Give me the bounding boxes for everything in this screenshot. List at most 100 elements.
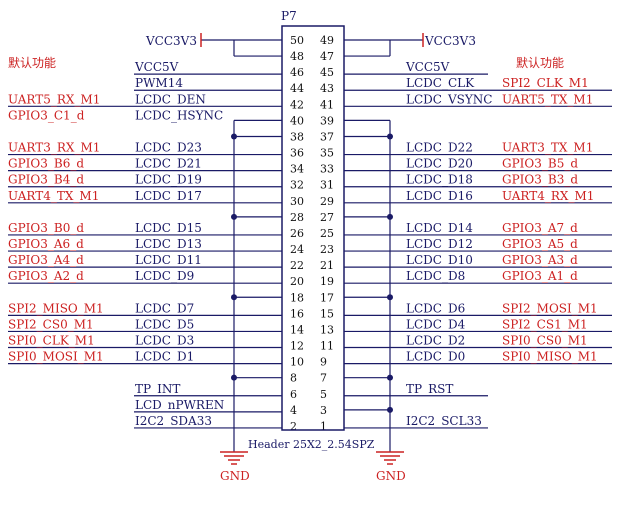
net-label-right: LCDC_D8 xyxy=(406,269,465,283)
net-label-right: LCDC_CLK xyxy=(406,76,475,90)
net-label-left: LCDC_DEN xyxy=(135,92,206,106)
pin-number-right: 21 xyxy=(320,259,334,272)
pin-number-right: 1 xyxy=(320,420,327,433)
function-label-right: SPI0_CS0_M1 xyxy=(502,334,588,348)
gnd-symbol-left xyxy=(220,420,248,465)
function-label-left: SPI0_MOSI_M1 xyxy=(8,350,104,364)
function-label-right: UART3_TX_M1 xyxy=(502,141,593,155)
wires xyxy=(8,39,612,429)
vcc3v3-right-label: VCC3V3 xyxy=(424,34,476,48)
function-label-right: GPIO3_A1_d xyxy=(502,269,578,283)
net-label-right: LCDC_D0 xyxy=(406,350,465,364)
pin-number-right: 17 xyxy=(320,291,334,304)
connector-body xyxy=(281,25,345,431)
pin-number-right: 33 xyxy=(320,163,334,176)
gnd-symbol-right xyxy=(376,420,404,465)
net-label-left: I2C2_SDA33 xyxy=(135,414,212,428)
function-label-right: SPI2_CLK_M1 xyxy=(502,76,589,90)
pin-number-right: 31 xyxy=(320,179,334,192)
function-label-left: UART4_TX_M1 xyxy=(8,189,99,203)
junction-dot-right xyxy=(387,133,393,140)
net-label-left: LCDC_D3 xyxy=(135,334,194,348)
pin-number-left: 28 xyxy=(290,211,304,224)
pin-number-right: 45 xyxy=(320,66,334,79)
pin-number-left: 38 xyxy=(290,130,304,143)
pin-number-right: 47 xyxy=(320,50,334,63)
pin-number-right: 27 xyxy=(320,211,334,224)
pin-number-left: 16 xyxy=(290,307,304,320)
net-label-left: LCDC_D21 xyxy=(135,157,202,171)
pin-number-left: 22 xyxy=(290,259,304,272)
pin-number-left: 26 xyxy=(290,227,304,240)
pin-number-left: 46 xyxy=(290,66,304,79)
net-label-left: LCDC_HSYNC xyxy=(135,108,223,122)
function-label-right: GPIO3_A3_d xyxy=(502,253,578,267)
pin-number-left: 14 xyxy=(290,323,304,336)
net-label-right: LCDC_D16 xyxy=(406,189,473,203)
net-label-left: LCDC_D17 xyxy=(135,189,202,203)
function-label-right: SPI2_MOSI_M1 xyxy=(502,301,598,315)
pin-number-right: 37 xyxy=(320,130,334,143)
pin-number-left: 8 xyxy=(290,372,297,385)
pin-number-right: 3 xyxy=(320,404,327,417)
function-label-left: SPI2_MISO_M1 xyxy=(8,301,104,315)
pin-number-left: 2 xyxy=(290,420,297,433)
net-label-right: LCDC_D6 xyxy=(406,301,465,315)
function-label-right: SPI2_CS1_M1 xyxy=(502,317,588,331)
pin-number-right: 9 xyxy=(320,356,327,369)
junction-dot-right xyxy=(387,374,393,381)
net-label-right: LCDC_D18 xyxy=(406,173,473,187)
net-label-right: LCDC_D14 xyxy=(406,221,473,235)
junction-dot-left xyxy=(231,213,237,220)
pin-number-right: 43 xyxy=(320,82,334,95)
pin-number-left: 36 xyxy=(290,147,304,160)
gnd-label-right: GND xyxy=(376,469,406,483)
junction-dot-right xyxy=(387,294,393,301)
pin-number-left: 4 xyxy=(290,404,297,417)
pin-number-right: 15 xyxy=(320,307,334,320)
net-label-left: LCDC_D15 xyxy=(135,221,202,235)
function-label-left: UART3_RX_M1 xyxy=(8,141,100,155)
function-label-right: GPIO3_A7_d xyxy=(502,221,578,235)
function-label-left: GPIO3_A2_d xyxy=(8,269,84,283)
pin-number-right: 41 xyxy=(320,98,334,111)
net-label-right: LCDC_D4 xyxy=(406,317,466,331)
function-label-right: GPIO3_A5_d xyxy=(502,237,578,251)
function-label-right: SPI0_MISO_M1 xyxy=(502,350,598,364)
pin-number-left: 12 xyxy=(290,340,304,353)
net-label-right: LCDC_VSYNC xyxy=(406,92,492,106)
net-label-left: LCDC_D11 xyxy=(135,253,202,267)
function-label-left: GPIO3_A6_d xyxy=(8,237,84,251)
pin-number-right: 23 xyxy=(320,243,334,256)
default-function-heading-right: 默认功能 xyxy=(516,55,564,70)
net-label-left: LCDC_D19 xyxy=(135,173,202,187)
net-label-right: LCDC_D12 xyxy=(406,237,473,251)
net-label-right: I2C2_SCL33 xyxy=(406,414,482,428)
pin-number-right: 5 xyxy=(320,388,327,401)
pin-number-right: 35 xyxy=(320,147,334,160)
pin-number-right: 39 xyxy=(320,114,334,127)
pin-number-right: 11 xyxy=(320,340,334,353)
junction-dot-left xyxy=(231,374,237,381)
function-label-left: UART5_RX_M1 xyxy=(8,92,100,106)
pin-number-left: 18 xyxy=(290,291,304,304)
net-label-left: LCDC_D7 xyxy=(135,301,194,315)
net-label-left: LCD_nPWREN xyxy=(135,398,224,412)
function-label-left: GPIO3_C1_d xyxy=(8,108,85,122)
net-label-right: LCDC_D10 xyxy=(406,253,473,267)
pin-number-left: 50 xyxy=(290,34,304,47)
function-label-left: SPI2_CS0_M1 xyxy=(8,317,94,331)
net-label-left: VCC5V xyxy=(134,60,179,74)
net-label-left: LCDC_D13 xyxy=(135,237,202,251)
pin-number-right: 29 xyxy=(320,195,334,208)
net-label-right: LCDC_D20 xyxy=(406,157,473,171)
pin-number-left: 24 xyxy=(290,243,304,256)
net-label-left: LCDC_D1 xyxy=(135,350,194,364)
net-label-right: TP_RST xyxy=(406,382,453,396)
function-label-right: UART5_TX_M1 xyxy=(502,92,593,106)
pin-number-left: 30 xyxy=(290,195,304,208)
pin-number-left: 10 xyxy=(290,356,304,369)
junction-dot-right xyxy=(387,213,393,220)
